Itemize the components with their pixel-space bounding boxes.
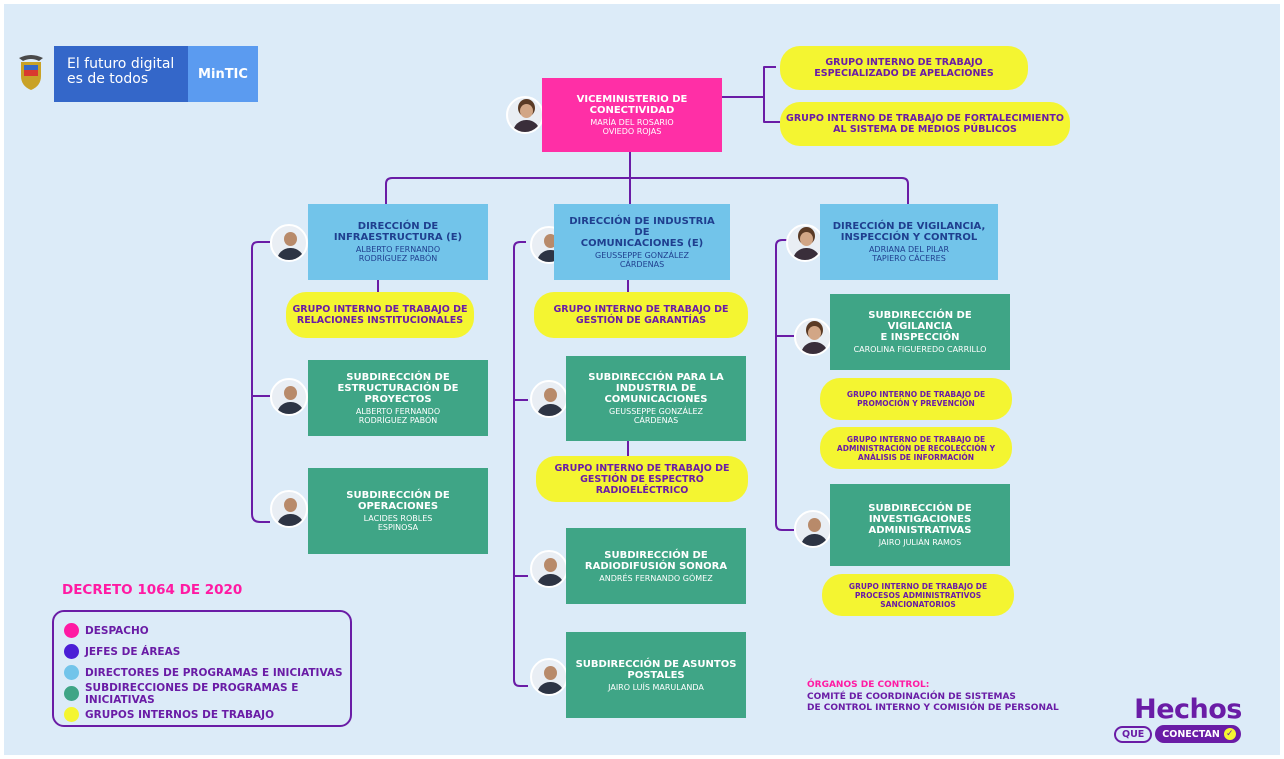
subdir-title: SUBDIRECCIÓN DE INVESTIGACIONES ADMINIST… xyxy=(868,503,972,536)
avatar xyxy=(270,378,308,416)
group-apelaciones: GRUPO INTERNO DE TRABAJO ESPECIALIZADO D… xyxy=(780,46,1028,90)
legend-dot xyxy=(64,665,79,680)
mintic-brand: El futuro digital es de todos MinTIC xyxy=(54,46,258,102)
connector-main-bar xyxy=(385,177,909,212)
avatar xyxy=(270,490,308,528)
legend-label: DIRECTORES DE PROGRAMAS E INICIATIVAS xyxy=(85,666,343,679)
director-person: ADRIANA DEL PILAR TAPIERO CÁCERES xyxy=(868,245,950,263)
subdir-radiodifusion: SUBDIRECCIÓN DE RADIODIFUSIÓN SONORA AND… xyxy=(566,528,746,604)
brand-tagline: El futuro digital es de todos xyxy=(54,46,188,102)
subdir-investigaciones: SUBDIRECCIÓN DE INVESTIGACIONES ADMINIST… xyxy=(830,484,1010,566)
director-title: DIRECCIÓN DE VIGILANCIA, INSPECCIÓN Y CO… xyxy=(832,221,986,243)
director-industria: DIRECCIÓN DE INDUSTRIA DE COMUNICACIONES… xyxy=(554,204,730,280)
subdir-title: SUBDIRECCIÓN DE ASUNTOS POSTALES xyxy=(575,658,737,681)
legend-label: GRUPOS INTERNOS DE TRABAJO xyxy=(85,708,274,721)
slogan-hechos: Hechos xyxy=(1134,694,1242,725)
connector-top-groups xyxy=(763,66,780,123)
legend: DESPACHO JEFES DE ÁREAS DIRECTORES DE PR… xyxy=(52,610,352,727)
legend-item: DIRECTORES DE PROGRAMAS E INICIATIVAS xyxy=(64,662,350,683)
legend-item: GRUPOS INTERNOS DE TRABAJO xyxy=(64,704,350,725)
director-title: DIRECCIÓN DE INDUSTRIA DE COMUNICACIONES… xyxy=(569,215,715,249)
subdir-industria: SUBDIRECCIÓN PARA LA INDUSTRIA DE COMUNI… xyxy=(566,356,746,441)
avatar xyxy=(794,318,832,356)
director-vigilancia: DIRECCIÓN DE VIGILANCIA, INSPECCIÓN Y CO… xyxy=(820,204,998,280)
avatar xyxy=(530,550,568,588)
legend-item: JEFES DE ÁREAS xyxy=(64,641,350,662)
legend-dot xyxy=(64,707,79,722)
subdir-operaciones: SUBDIRECCIÓN DE OPERACIONES LACIDES ROBL… xyxy=(308,468,488,554)
subdir-title: SUBDIRECCIÓN DE ESTRUCTURACIÓN DE PROYEC… xyxy=(337,371,459,405)
connector-lines xyxy=(251,66,909,687)
group-garantias: GRUPO INTERNO DE TRABAJO DE GESTIÓN DE G… xyxy=(534,292,748,338)
legend-item: SUBDIRECCIONES DE PROGRAMAS E INICIATIVA… xyxy=(64,681,350,706)
connector-col3-spine xyxy=(775,239,794,531)
director-title: DIRECCIÓN DE INFRAESTRUCTURA (E) xyxy=(333,221,463,243)
group-label: GRUPO INTERNO DE TRABAJO DE FORTALECIMIE… xyxy=(786,113,1064,135)
group-label: GRUPO INTERNO DE TRABAJO ESPECIALIZADO D… xyxy=(814,57,994,79)
brand-ministry: MinTIC xyxy=(188,46,258,102)
org-chart: El futuro digital es de todos MinTIC VIC… xyxy=(4,4,1280,755)
legend-label: SUBDIRECCIONES DE PROGRAMAS E INICIATIVA… xyxy=(85,681,299,706)
organos-line: DE CONTROL INTERNO Y COMISIÓN DE PERSONA… xyxy=(807,703,1059,713)
group-relaciones-institucionales: GRUPO INTERNO DE TRABAJO DE RELACIONES I… xyxy=(286,292,474,338)
director-person: ALBERTO FERNANDO RODRÍGUEZ PABÓN xyxy=(355,245,441,263)
group-promocion: GRUPO INTERNO DE TRABAJO DE PROMOCIÓN Y … xyxy=(820,378,1012,420)
connector-col1-spine xyxy=(251,241,270,523)
avatar xyxy=(530,658,568,696)
despacho-person: MARÍA DEL ROSARIO OVIEDO ROJAS xyxy=(590,118,674,136)
subdir-postales: SUBDIRECCIÓN DE ASUNTOS POSTALES JAIRO L… xyxy=(566,632,746,718)
legend-item: DESPACHO xyxy=(64,620,350,641)
subdir-person: LACIDES ROBLES ESPINOSA xyxy=(363,514,433,532)
hechos-que-conectan-logo: Hechos QUE CONECTAN✓ xyxy=(1114,696,1262,743)
slogan-conectan: CONECTAN xyxy=(1162,728,1220,740)
legend-label: DESPACHO xyxy=(85,624,149,637)
slogan-conectan-pill: CONECTAN✓ xyxy=(1155,725,1241,743)
subdir-title: SUBDIRECCIÓN PARA LA INDUSTRIA DE COMUNI… xyxy=(588,372,724,405)
subdir-vigilancia: SUBDIRECCIÓN DE VIGILANCIA E INSPECCIÓN … xyxy=(830,294,1010,370)
group-label: GRUPO INTERNO DE TRABAJO DE PROMOCIÓN Y … xyxy=(846,390,986,408)
avatar xyxy=(786,224,824,262)
legend-label: JEFES DE ÁREAS xyxy=(85,645,181,658)
check-icon: ✓ xyxy=(1223,728,1236,740)
subdir-title: SUBDIRECCIÓN DE OPERACIONES xyxy=(346,490,450,512)
avatar xyxy=(530,380,568,418)
director-infraestructura: DIRECCIÓN DE INFRAESTRUCTURA (E) ALBERTO… xyxy=(308,204,488,280)
group-medios-publicos: GRUPO INTERNO DE TRABAJO DE FORTALECIMIE… xyxy=(780,102,1070,146)
director-person: GEUSSEPPE GONZÁLEZ CÁRDENAS xyxy=(595,250,689,269)
organos-de-control: ÓRGANOS DE CONTROL: COMITÉ DE COORDINACI… xyxy=(807,680,1059,715)
subdir-title: SUBDIRECCIÓN DE VIGILANCIA E INSPECCIÓN xyxy=(868,310,972,343)
group-label: GRUPO INTERNO DE TRABAJO DE PROCESOS ADM… xyxy=(848,581,988,609)
organos-line: COMITÉ DE COORDINACIÓN DE SISTEMAS xyxy=(807,691,1016,702)
legend-dot xyxy=(64,644,79,659)
avatar xyxy=(794,510,832,548)
despacho-title: VICEMINISTERIO DE CONECTIVIDAD xyxy=(576,94,688,116)
group-label: GRUPO INTERNO DE TRABAJO DE RELACIONES I… xyxy=(292,304,468,326)
group-label: GRUPO INTERNO DE TRABAJO DE GESTIÓN DE G… xyxy=(553,304,729,326)
subdir-person: CAROLINA FIGUEREDO CARRILLO xyxy=(853,345,987,354)
subdir-person: GEUSSEPPE GONZÁLEZ CÁRDENAS xyxy=(609,407,703,425)
connector-col2-spine xyxy=(513,241,528,687)
group-recoleccion: GRUPO INTERNO DE TRABAJO DE ADMINISTRACI… xyxy=(820,427,1012,469)
subdir-person: JAIRO LUÍS MARULANDA xyxy=(608,682,704,692)
organos-heading: ÓRGANOS DE CONTROL: xyxy=(807,680,930,690)
group-espectro: GRUPO INTERNO DE TRABAJO DE GESTIÓN DE E… xyxy=(536,456,748,502)
subdir-title: SUBDIRECCIÓN DE RADIODIFUSIÓN SONORA xyxy=(584,549,728,572)
subdir-person: ANDRÉS FERNANDO GÓMEZ xyxy=(599,573,713,583)
subdir-estructuracion: SUBDIRECCIÓN DE ESTRUCTURACIÓN DE PROYEC… xyxy=(308,360,488,436)
group-sancionatorios: GRUPO INTERNO DE TRABAJO DE PROCESOS ADM… xyxy=(822,574,1014,616)
despacho-box: VICEMINISTERIO DE CONECTIVIDAD MARÍA DEL… xyxy=(542,78,722,152)
slogan-que: QUE xyxy=(1114,725,1153,743)
decreto-title: DECRETO 1064 DE 2020 xyxy=(62,582,243,598)
legend-dot xyxy=(64,686,79,701)
group-label: GRUPO INTERNO DE TRABAJO DE ADMINISTRACI… xyxy=(836,434,996,462)
avatar xyxy=(270,224,308,262)
avatar xyxy=(506,96,544,134)
subdir-person: ALBERTO FERNANDO RODRÍGUEZ PABÓN xyxy=(355,406,441,425)
colombia-coat-of-arms-icon xyxy=(19,55,43,90)
group-label: GRUPO INTERNO DE TRABAJO DE GESTIÓN DE E… xyxy=(554,462,730,496)
subdir-person: JAIRO JULIÁN RAMOS xyxy=(878,538,962,547)
legend-dot xyxy=(64,623,79,638)
